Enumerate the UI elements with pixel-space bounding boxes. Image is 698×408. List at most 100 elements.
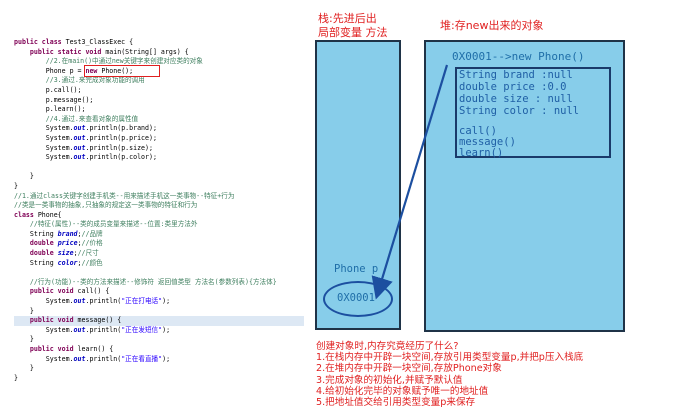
code-line: System.out.println(p.size); (14, 144, 304, 154)
stack-title-line1: 栈:先进后出 (318, 12, 377, 25)
code-line: System.out.println(p.color); (14, 153, 304, 163)
code-token: System. (14, 143, 74, 152)
code-token: System. (14, 297, 74, 306)
step-3: 3.完成对象的初始化,并赋予默认值 (316, 374, 463, 386)
field-size: double size : null (459, 93, 573, 105)
code-token: Phone p = (14, 66, 86, 75)
code-token: System. (14, 153, 74, 162)
code-token: message() { (73, 316, 122, 325)
code-line: //4.通过.来查看对象的属性值 (14, 115, 304, 125)
code-token: //4.通过.来查看对象的属性值 (14, 114, 139, 123)
method-learn: learn() (459, 147, 504, 159)
code-token: } (14, 172, 34, 181)
code-token: ); (162, 297, 171, 306)
code-token: String (14, 258, 58, 267)
code-token: "正在打电话" (121, 297, 163, 306)
code-token: learn() { (73, 345, 114, 353)
code-line: p.call(); (14, 86, 304, 96)
code-token: public void (29, 287, 74, 296)
code-line: double price;//价格 (14, 239, 304, 249)
code-line: } (14, 374, 304, 384)
code-line: System.out.println("正在打电话"); (14, 297, 304, 307)
steps-heading: 创建对象时,内存究竟经历了什么? (316, 341, 459, 352)
phone-object-box (455, 67, 611, 158)
code-line: String brand;//品牌 (14, 230, 304, 240)
code-line: public void call() { (14, 287, 304, 297)
code-token: "正在发短信" (121, 325, 163, 334)
code-line: public static void main(String[] args) { (14, 48, 304, 58)
code-token: ; (77, 229, 82, 238)
code-line: //1.通过class关键字创建手机类--用来描述手机这一类事物--特征+行为 (14, 192, 304, 202)
code-token: } (14, 181, 18, 190)
step-1: 1.在栈内存中开辟一块空间,存放引用类型变量p,并把p压入栈底 (316, 352, 584, 364)
code-line: p.message(); (14, 96, 304, 106)
code-line: } (14, 172, 304, 182)
method-message: message() (459, 136, 516, 148)
code-token: out (73, 153, 86, 162)
code-token: //品牌 (81, 229, 103, 238)
field-brand: String brand :null (459, 69, 573, 81)
code-token: ); (162, 325, 171, 334)
code-line: //3.通过.来完成对象功能的调用 (14, 76, 304, 86)
code-token: public void (29, 345, 74, 353)
code-token: .println(p.brand); (85, 124, 157, 133)
code-token: brand (57, 229, 78, 238)
code-line: System.out.println("正在看直播"); (14, 355, 304, 365)
code-line: p.learn(); (14, 105, 304, 115)
code-token: String (14, 229, 58, 238)
code-token: //类是一类事物的抽象,只抽象的规定这一类事物的特征和行为 (14, 201, 198, 210)
code-token: } (14, 306, 34, 315)
code-token: System. (14, 133, 74, 142)
stack-title-line2: 局部变量 方法 (318, 26, 388, 39)
code-line: //2.在main()中通过new关键字来创建对应类的对象 (14, 57, 304, 67)
code-line: System.out.println("正在发短信"); (14, 326, 304, 336)
code-line: class Phone{ (14, 211, 304, 221)
code-token: ; (77, 239, 82, 248)
code-token: .println(p.price); (85, 133, 157, 142)
code-line: public class Test3_ClassExec { (14, 38, 304, 48)
method-call: call() (459, 125, 497, 137)
code-token: } (14, 364, 34, 373)
code-token: color (57, 258, 78, 267)
code-token: //3.通过.来完成对象功能的调用 (14, 76, 145, 85)
code-line: public void learn() { (14, 345, 304, 355)
code-token: public void (29, 316, 74, 325)
new-phone-highlight-box (84, 65, 160, 77)
code-line: } (14, 364, 304, 374)
code-token: //行为(功能)--类的方法来描述--修饰符 返回值类型 方法名(参数列表){方… (14, 277, 277, 286)
code-token: .println( (85, 354, 122, 363)
code-token: //1.通过class关键字创建手机类--用来描述手机这一类事物--特征+行为 (14, 191, 235, 200)
code-token: out (73, 297, 86, 306)
code-token: System. (14, 124, 74, 133)
code-token: //价格 (81, 239, 103, 248)
code-token: out (73, 354, 86, 363)
heap-title: 堆:存new出来的对象 (440, 19, 544, 32)
step-4: 4.给初始化完毕的对象赋予唯一的地址值 (316, 385, 489, 397)
code-line: double size;//尺寸 (14, 249, 304, 259)
code-token: main(String[] args) { (101, 47, 189, 56)
code-token: out (73, 143, 86, 152)
code-line: } (14, 335, 304, 345)
code-line: System.out.println(p.price); (14, 134, 304, 144)
code-token: //2.在main()中通过new关键字来创建对应类的对象 (14, 57, 203, 66)
code-token: //颜色 (81, 258, 103, 267)
code-line: System.out.println(p.brand); (14, 124, 304, 134)
field-price: double price :0.0 (459, 81, 567, 93)
step-2: 2.在堆内存中开辟一块空间,存放Phone对象 (316, 363, 502, 375)
code-token: } (14, 373, 18, 382)
code-token: .println(p.color); (85, 153, 157, 162)
code-token: price (57, 239, 78, 248)
code-listing: public class Test3_ClassExec { public st… (14, 38, 304, 383)
code-token: ; (73, 249, 78, 258)
step-5: 5.把地址值交给引用类型变量p来保存 (316, 397, 476, 408)
code-token: size (57, 249, 74, 258)
code-token: double (29, 239, 54, 248)
creation-steps: 创建对象时,内存究竟经历了什么? 1.在栈内存中开辟一块空间,存放引用类型变量p… (316, 341, 583, 408)
code-line: } (14, 307, 304, 317)
code-line: String color;//颜色 (14, 259, 304, 269)
code-token: public class (14, 38, 62, 46)
code-token: Phone{ (33, 210, 62, 219)
code-token: p.call(); (14, 85, 82, 94)
code-line: //行为(功能)--类的方法来描述--修饰符 返回值类型 方法名(参数列表){方… (14, 278, 304, 288)
